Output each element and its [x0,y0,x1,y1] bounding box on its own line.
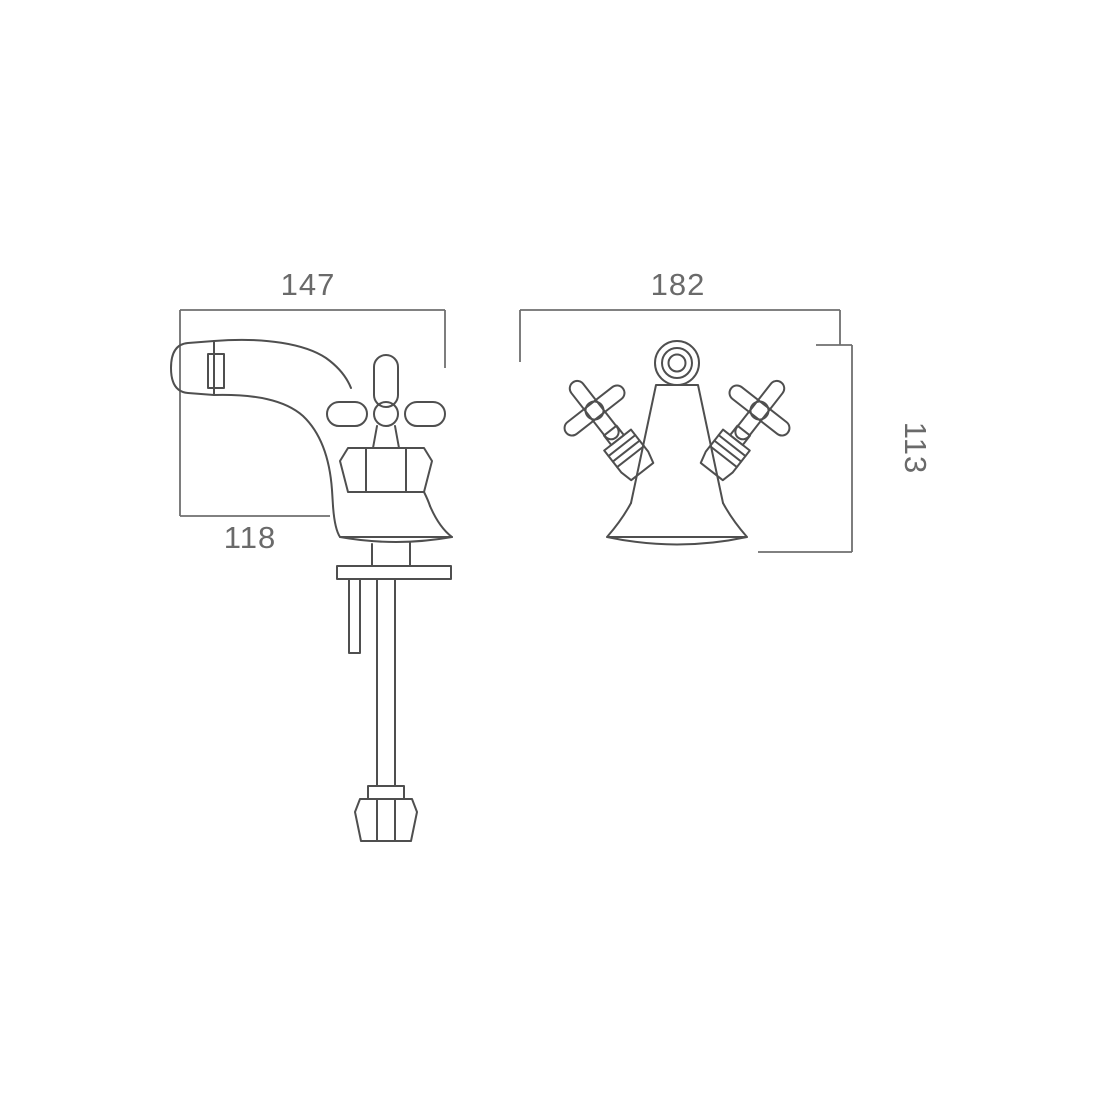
under-deck-fittings [336,542,452,842]
aerator-middle-ring [661,347,693,379]
base-foot [339,536,453,543]
hex-bonnet [339,447,433,493]
aerator-inner-ring [667,353,687,373]
front-base [606,502,748,546]
dimension-front-height: 113 [758,344,933,553]
dimension-front-width: 182 [519,267,841,362]
handle-hub [373,401,399,427]
dimension-side-height: 118 [180,515,330,555]
spout-collar [207,353,225,389]
supply-pipe [376,578,396,787]
spout-top-edge [213,338,352,389]
spout-bottom-edge [213,393,334,507]
base-left-flare [332,505,341,538]
body-right-edge [423,491,431,507]
mounting-stud [348,578,361,654]
side-view: 147 118 [170,267,453,842]
spout-tip [170,340,215,396]
mounting-flange [336,565,452,580]
hose-nut [354,798,418,842]
aerator-rings [654,340,700,386]
tailpiece [371,542,411,567]
front-view: 182 113 [519,267,933,553]
hose-collar [367,785,405,800]
front-faucet [543,340,811,546]
dim-label-182: 182 [651,267,706,302]
dim-label-118: 118 [224,520,276,555]
side-faucet [170,338,453,842]
handle-stem [372,425,400,449]
dim-label-147: 147 [281,267,336,302]
handle-arm-top [373,354,399,408]
front-body [630,384,724,504]
base-right-flare [429,505,453,538]
handle-arm-right [404,401,446,427]
handle-arm-left [326,401,368,427]
dim-label-113: 113 [898,422,933,474]
front-left-cross-handle [543,359,672,495]
front-right-cross-handle [682,359,811,495]
side-handle [326,354,446,493]
